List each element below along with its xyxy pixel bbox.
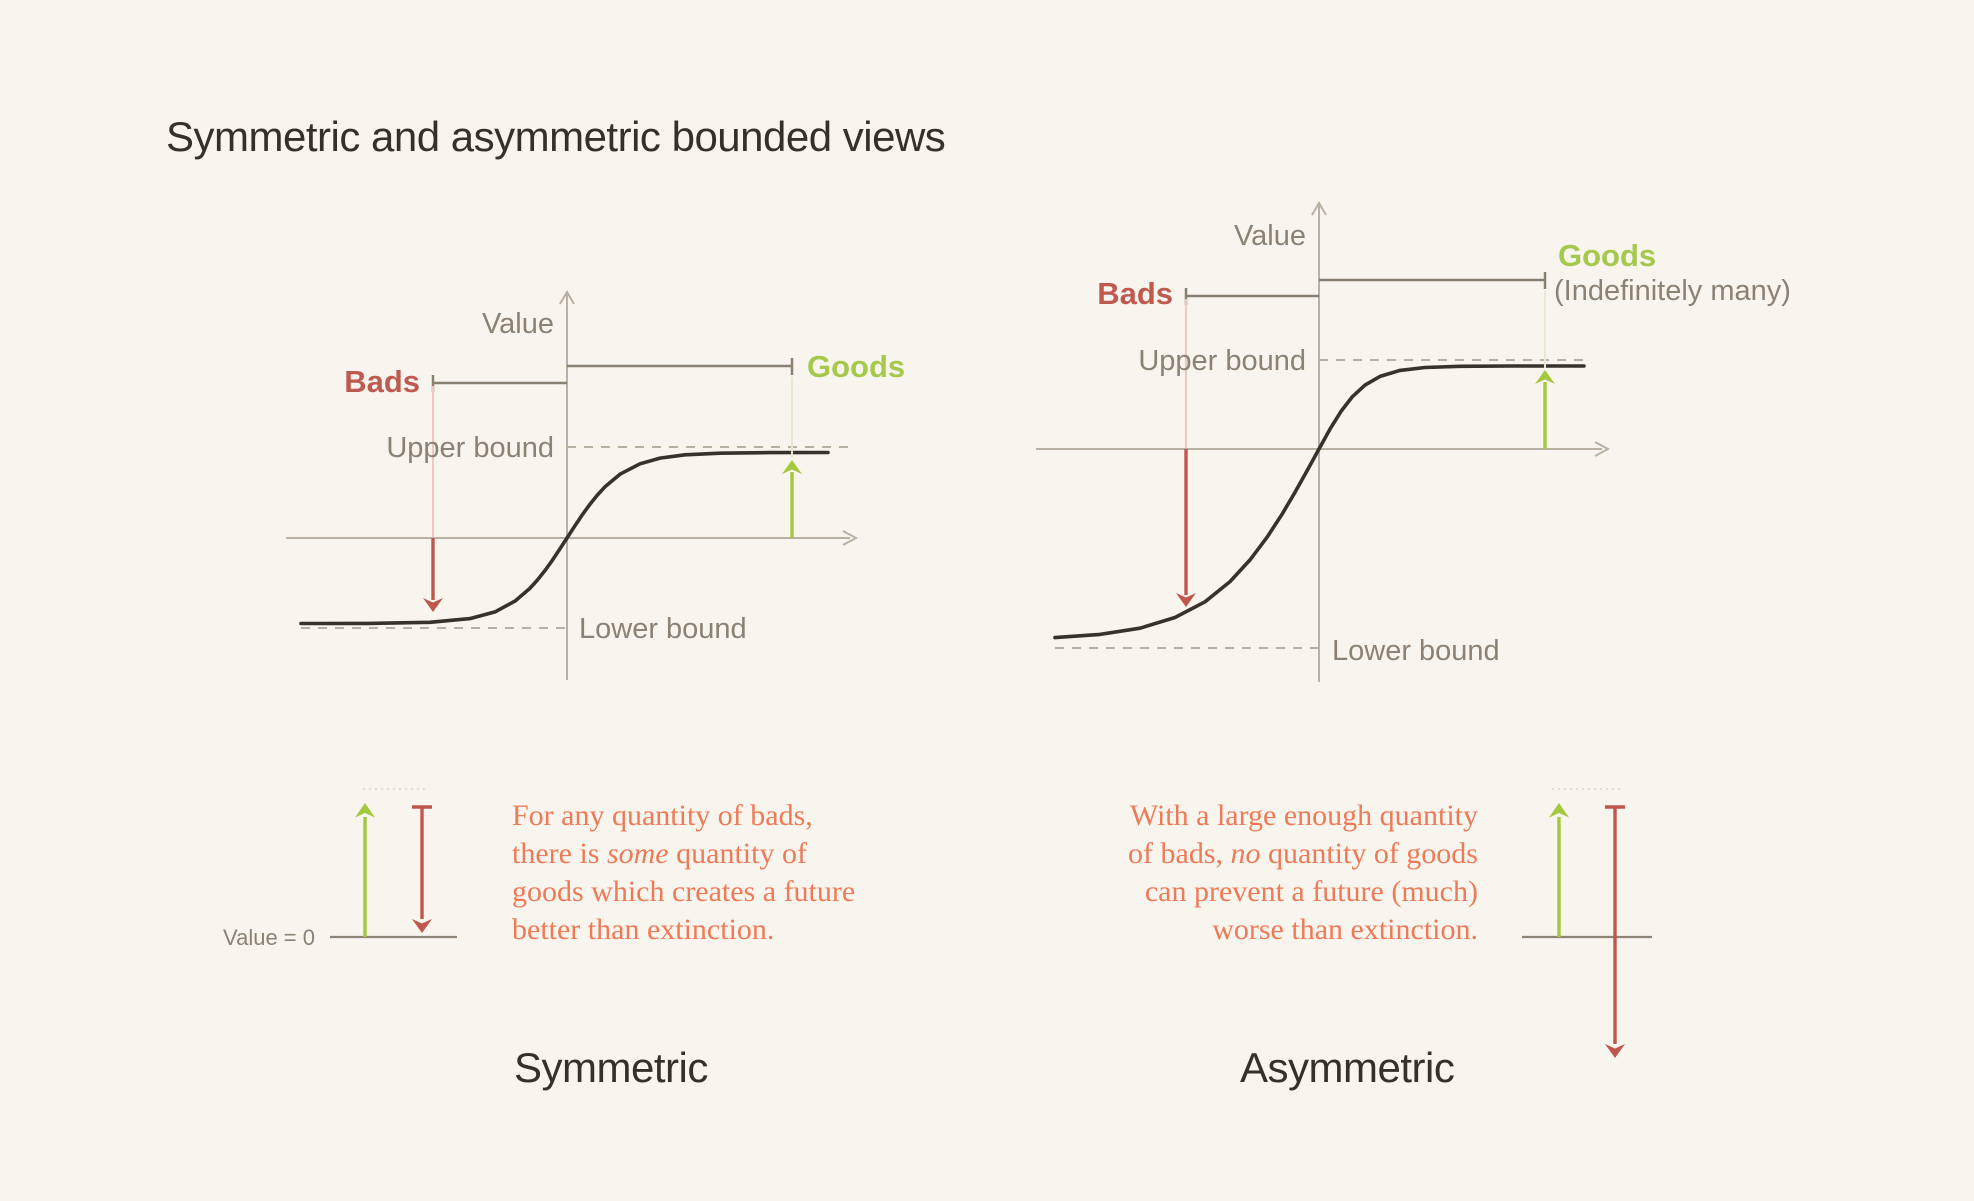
upper-bound-label: Upper bound <box>386 432 554 464</box>
note-line: For any quantity of bads, <box>512 799 813 832</box>
note-line: of bads, no quantity of goods <box>1128 837 1478 870</box>
goods-sublabel: (Indefinitely many) <box>1554 275 1791 307</box>
asymmetric-chart: Value Bads Goods (Indefinitely many) Upp… <box>1036 201 1791 682</box>
bads-label: Bads <box>1097 276 1173 311</box>
goods-arrowhead-icon <box>1549 803 1569 818</box>
bads-arrowhead-icon <box>412 919 432 933</box>
bads-arrowhead-icon <box>1176 593 1196 607</box>
asymmetric-note: With a large enough quantity of bads, no… <box>1058 797 1478 949</box>
note-line: there is some quantity of <box>512 837 807 870</box>
asymmetric-arrows-diagram <box>1522 788 1652 1058</box>
goods-arrowhead-icon <box>1535 370 1555 384</box>
value-curve <box>1053 364 1586 640</box>
value-curve <box>299 450 830 626</box>
note-line: better than extinction. <box>512 913 775 946</box>
goods-label: Goods <box>1558 238 1656 273</box>
lower-bound-label: Lower bound <box>579 613 747 645</box>
goods-arrowhead-icon <box>355 803 375 818</box>
x-axis-arrow-icon <box>1594 441 1611 457</box>
value-axis-label: Value <box>1234 220 1306 252</box>
symmetric-chart: Value Bads Goods Upper bound Lower bound <box>286 290 905 680</box>
value-axis-label: Value <box>482 308 554 340</box>
note-line: goods which creates a future <box>512 875 856 908</box>
asymmetric-caption: Asymmetric <box>1240 1044 1455 1091</box>
value-zero-label: Value = 0 <box>223 925 315 950</box>
x-axis-arrow-icon <box>842 530 859 546</box>
lower-bound-label: Lower bound <box>1332 635 1500 667</box>
y-axis-arrow-icon <box>1311 201 1327 216</box>
symmetric-note: For any quantity of bads, there is some … <box>512 797 932 949</box>
note-line: worse than extinction. <box>1212 913 1478 946</box>
symmetric-caption: Symmetric <box>514 1044 708 1091</box>
note-line: can prevent a future (much) <box>1144 875 1478 908</box>
bads-arrowhead-icon <box>1605 1044 1625 1058</box>
goods-arrowhead-icon <box>782 460 802 474</box>
symmetric-arrows-diagram: Value = 0 <box>223 788 457 950</box>
note-line: With a large enough quantity <box>1129 799 1478 832</box>
bads-arrowhead-icon <box>423 598 443 612</box>
page-title: Symmetric and asymmetric bounded views <box>166 113 946 160</box>
bads-label: Bads <box>344 364 420 399</box>
y-axis-arrow-icon <box>559 290 575 305</box>
upper-bound-label: Upper bound <box>1138 345 1306 377</box>
goods-label: Goods <box>807 349 905 384</box>
